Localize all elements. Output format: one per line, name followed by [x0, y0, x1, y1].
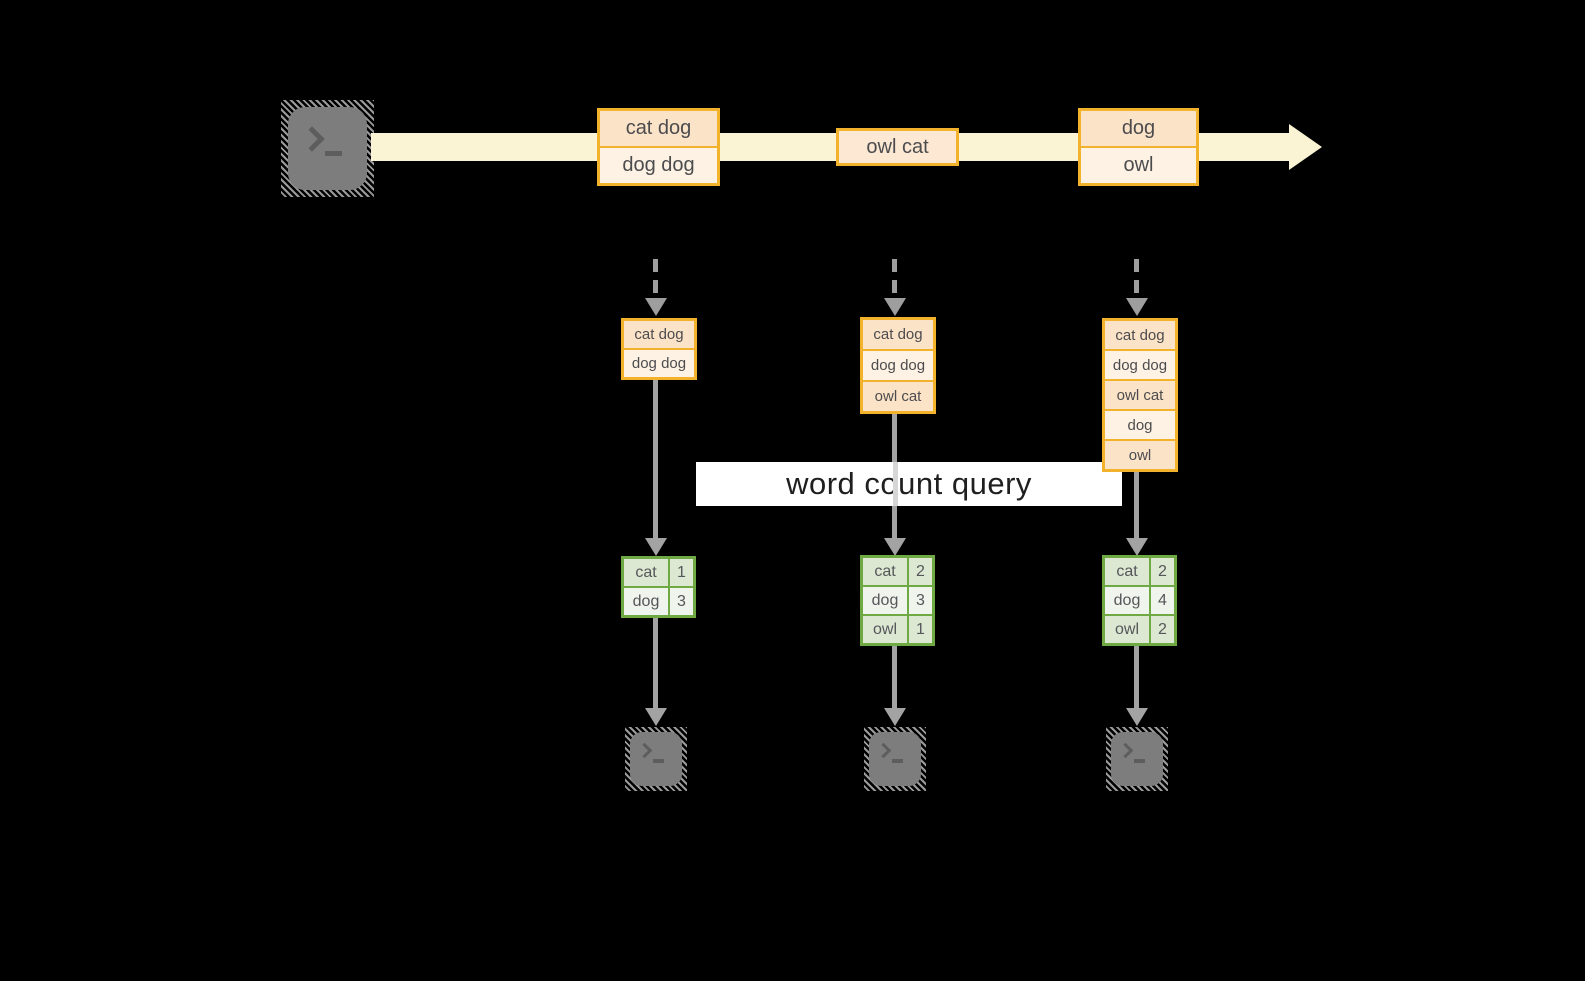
prompt-cursor-icon	[653, 759, 664, 763]
sink-terminal-icon	[625, 727, 687, 791]
count-word-cell: owl	[863, 616, 907, 643]
count-table-3: cat 2 dog 4 owl 2	[1102, 555, 1177, 646]
buffer-row: owl	[1105, 439, 1175, 469]
sink-terminal-icon	[864, 727, 926, 791]
stream-arrowhead-icon	[1289, 124, 1322, 170]
count-value-cell: 1	[909, 616, 932, 643]
buffer-row: cat dog	[1105, 321, 1175, 349]
arrowhead-icon	[884, 708, 906, 726]
arrowhead-icon	[645, 708, 667, 726]
arrowhead-icon	[645, 538, 667, 556]
arrowhead-icon	[645, 298, 667, 316]
event-row: dog dog	[600, 146, 717, 183]
terminal-screen	[288, 107, 367, 190]
count-word-cell: dog	[863, 587, 907, 614]
arrowhead-icon	[1126, 298, 1148, 316]
buffer-box-2: cat dog dog dog owl cat	[860, 317, 936, 414]
dashed-arrow	[892, 259, 897, 298]
event-box-1: cat dog dog dog	[597, 108, 720, 186]
sink-terminal-icon	[1106, 727, 1168, 791]
prompt-cursor-icon	[1134, 759, 1145, 763]
count-value-cell: 1	[670, 559, 693, 586]
event-box-3: dog owl	[1078, 108, 1199, 186]
buffer-row: owl cat	[863, 380, 933, 411]
buffer-row: cat dog	[863, 320, 933, 349]
buffer-box-3: cat dog dog dog owl cat dog owl	[1102, 318, 1178, 472]
prompt-chevron-icon	[636, 742, 653, 759]
arrowhead-icon	[884, 298, 906, 316]
buffer-row: dog	[1105, 409, 1175, 439]
count-value-cell: 3	[909, 587, 932, 614]
buffer-box-1: cat dog dog dog	[621, 318, 697, 380]
prompt-cursor-icon	[892, 759, 903, 763]
down-arrow	[653, 380, 658, 538]
count-word-cell: owl	[1105, 616, 1149, 643]
buffer-row: dog dog	[624, 348, 694, 377]
dashed-arrow	[1134, 259, 1139, 298]
count-value-cell: 4	[1151, 587, 1174, 614]
arrowhead-icon	[1126, 538, 1148, 556]
arrowhead-icon	[1126, 708, 1148, 726]
down-arrow	[1134, 472, 1139, 538]
arrowhead-icon	[884, 538, 906, 556]
count-word-cell: cat	[624, 559, 668, 586]
count-value-cell: 3	[670, 588, 693, 615]
count-value-cell: 2	[1151, 616, 1174, 643]
down-arrow	[1134, 646, 1139, 708]
down-arrow	[892, 646, 897, 708]
prompt-chevron-icon	[299, 126, 325, 152]
count-value-cell: 2	[1151, 558, 1174, 585]
event-row: dog	[1081, 111, 1196, 146]
count-word-cell: dog	[1105, 587, 1149, 614]
terminal-screen	[1111, 732, 1163, 786]
count-table-2: cat 2 dog 3 owl 1	[860, 555, 935, 646]
count-value-cell: 2	[909, 558, 932, 585]
arrow-through-label	[893, 462, 898, 506]
down-arrow	[653, 618, 658, 708]
terminal-screen	[869, 732, 921, 786]
count-word-cell: dog	[624, 588, 668, 615]
count-word-cell: cat	[863, 558, 907, 585]
count-word-cell: cat	[1105, 558, 1149, 585]
buffer-row: dog dog	[863, 349, 933, 380]
event-row: cat dog	[600, 111, 717, 146]
count-table-1: cat 1 dog 3	[621, 556, 696, 618]
query-label: word count query	[696, 462, 1122, 506]
event-row: owl	[1081, 146, 1196, 183]
event-row: owl cat	[839, 131, 956, 163]
buffer-row: owl cat	[1105, 379, 1175, 409]
terminal-screen	[630, 732, 682, 786]
event-box-2: owl cat	[836, 128, 959, 166]
buffer-row: dog dog	[1105, 349, 1175, 379]
source-terminal-icon	[281, 100, 374, 197]
buffer-row: cat dog	[624, 321, 694, 348]
prompt-chevron-icon	[1117, 742, 1134, 759]
dashed-arrow	[653, 259, 658, 298]
prompt-cursor-icon	[325, 151, 342, 156]
prompt-chevron-icon	[875, 742, 892, 759]
